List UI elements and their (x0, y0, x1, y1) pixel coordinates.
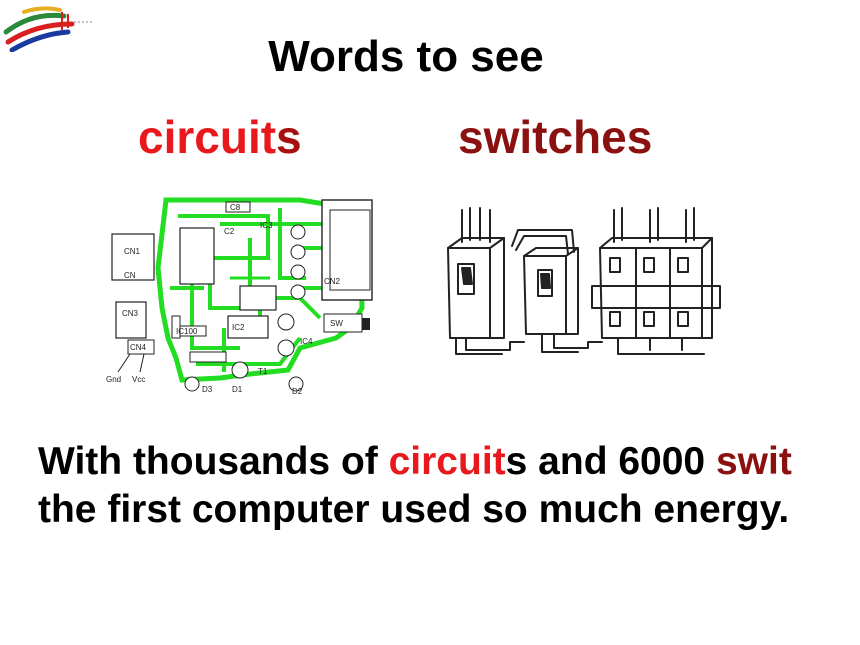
pcb-label-c8: C8 (230, 203, 241, 212)
logo-mark (3, 6, 92, 52)
pcb-label-vcc: Vcc (132, 375, 145, 384)
pcb-label-c2: C2 (224, 227, 235, 236)
sentence-line-2: the first computer used so much energy. (38, 488, 790, 531)
circuit-board-illustration: CN1 CN CN3 CN4 CN2 IC2 IC4 IC3 C2 C8 SW … (106, 197, 373, 396)
pcb-label-d3: D3 (202, 385, 213, 394)
pcb-label-cn2: CN2 (324, 277, 341, 286)
sentence-text-1: With thousands of (38, 440, 389, 483)
pcb-label-cn3: CN3 (122, 309, 139, 318)
example-sentence: With thousands of circuits and 6000 swit… (38, 438, 860, 534)
word-circuits-suffix: s (276, 111, 302, 163)
sentence-keyword-circuit: circuit (388, 440, 506, 483)
sentence-text-2: s and 6000 (505, 440, 716, 483)
pcb-label-ic3: IC3 (260, 221, 273, 230)
pcb-label-gnd: Gnd (106, 375, 121, 384)
pcb-label-ic100: IC100 (176, 327, 198, 336)
pcb-label-d1: D1 (232, 385, 243, 394)
slide-title: Words to see (268, 32, 544, 81)
word-circuits-root: circuit (138, 111, 277, 163)
sentence-keyword-switch: swit (715, 440, 792, 483)
pcb-label-sw: SW (330, 319, 343, 328)
pcb-label-ic2: IC2 (232, 323, 245, 332)
pcb-label-t1: T1 (258, 367, 268, 376)
pcb-label-d2: D2 (292, 387, 303, 396)
pcb-label-cn: CN (124, 271, 136, 280)
word-switches: switches (458, 111, 653, 163)
pcb-label-cn4: CN4 (130, 343, 147, 352)
switches-illustration (447, 207, 721, 355)
pcb-label-ic4: IC4 (300, 337, 313, 346)
sentence-line-1: With thousands of circuits and 6000 swit (38, 438, 860, 486)
word-circuits: circuits (138, 110, 302, 164)
pcb-label-cn1: CN1 (124, 247, 141, 256)
